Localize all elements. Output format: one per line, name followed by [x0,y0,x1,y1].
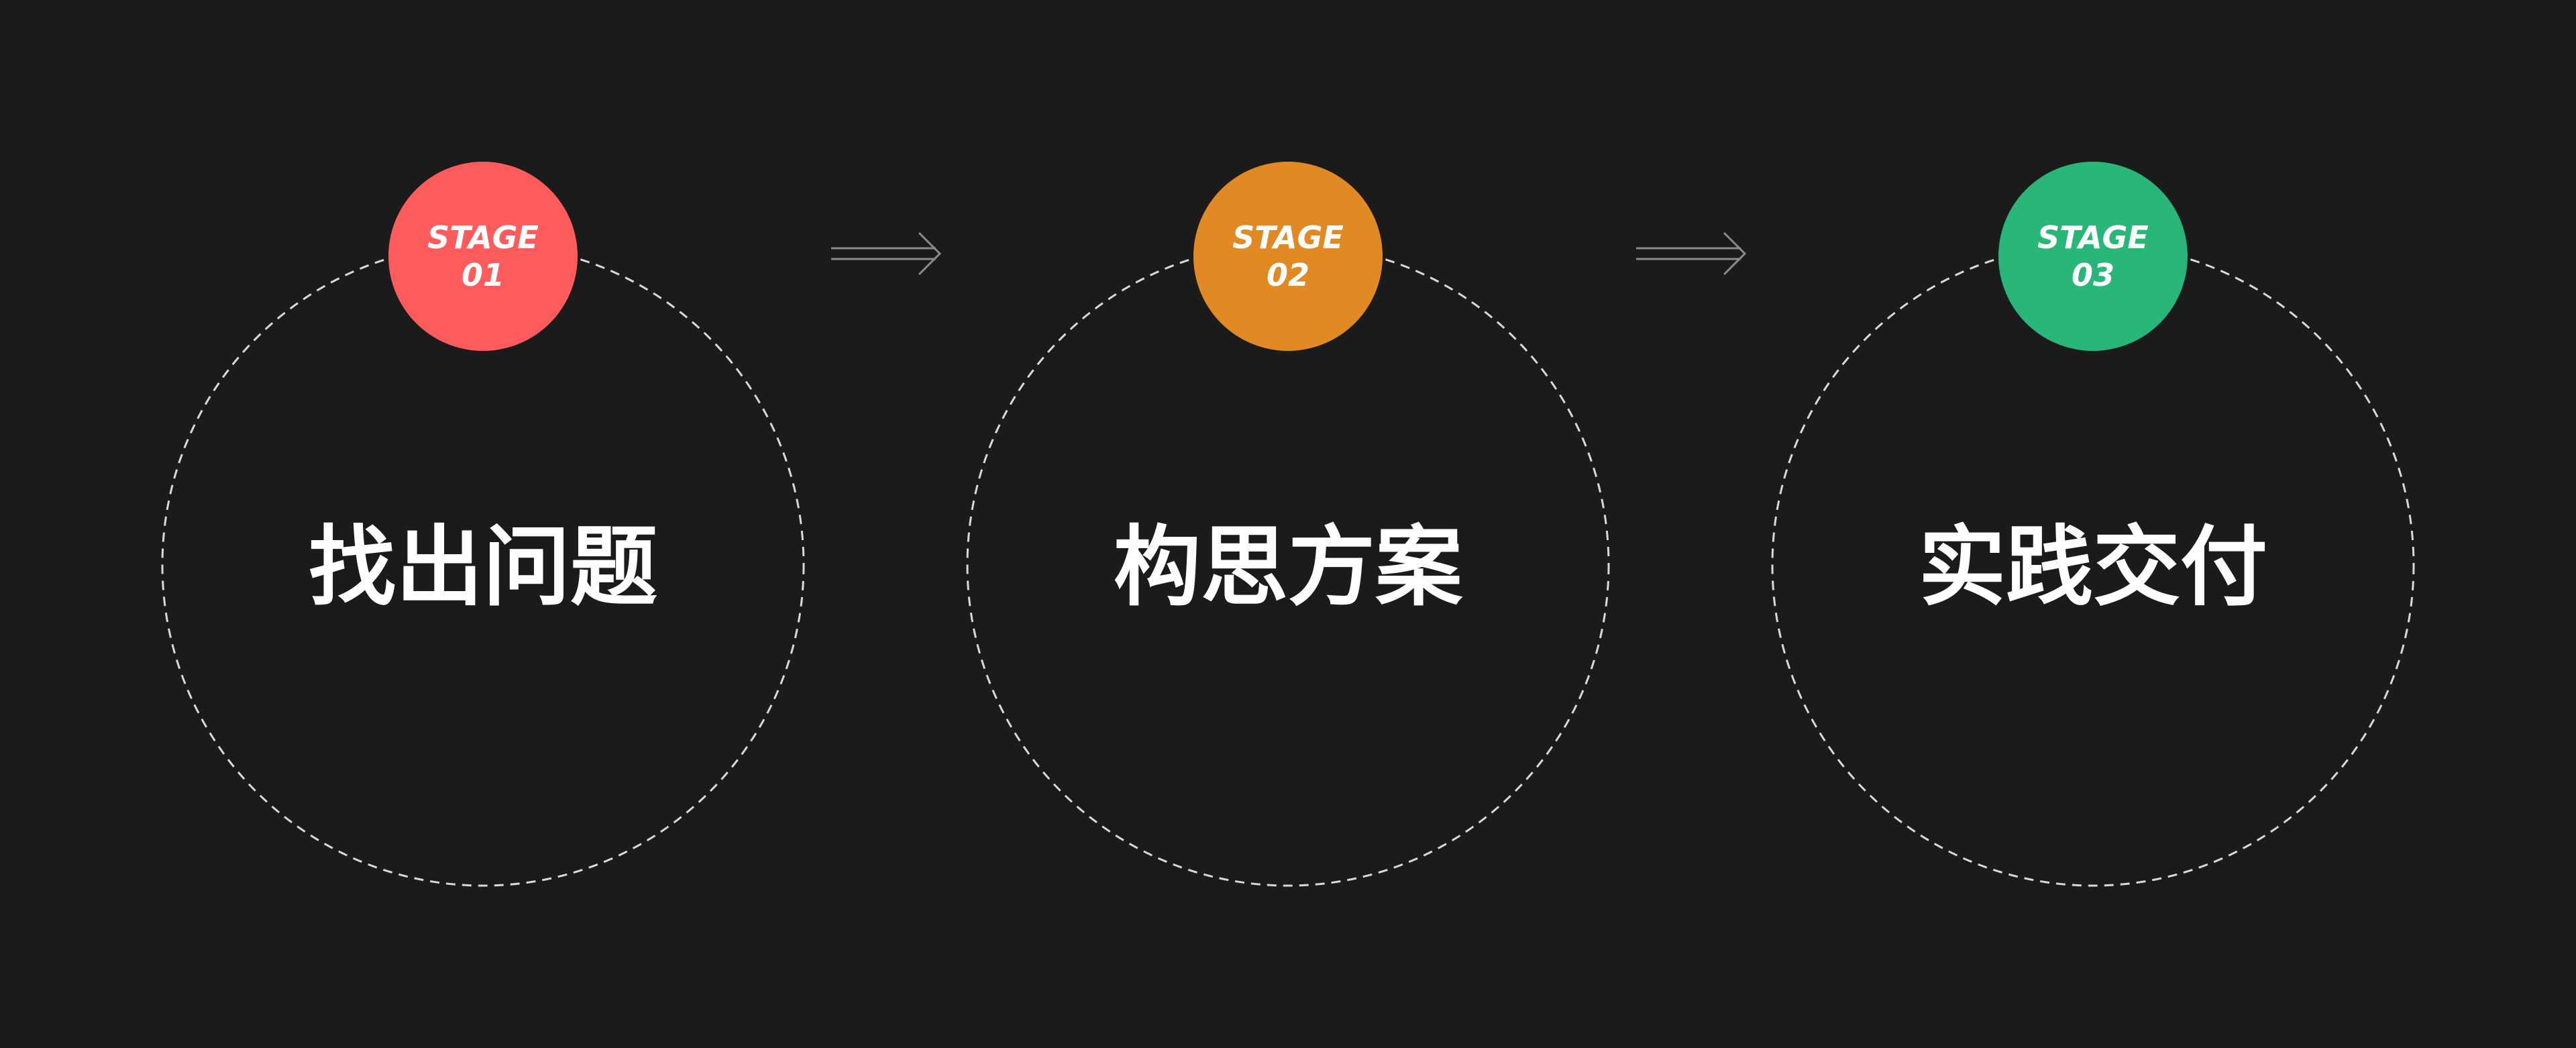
stage-3-badge: STAGE 03 [1998,162,2188,351]
stage-2-dashed-ring [966,243,1610,887]
stage-1-badge-label: STAGE [427,219,539,256]
dashed-circle-icon [966,243,1610,887]
stage-1-badge: STAGE 01 [388,162,578,351]
stage-3-badge-label: STAGE [2037,219,2149,256]
stage-3-dashed-ring [1771,243,2415,887]
stage-3-title: 实践交付 [1918,516,2267,618]
double-line-right-arrow-icon [1636,231,1747,276]
stage-1-title: 找出问题 [308,516,657,618]
stage-2-title: 构思方案 [1113,516,1462,618]
stage-2-badge-label: STAGE [1232,219,1344,256]
dashed-circle-icon [1771,243,2415,887]
stage-3-badge-number: 03 [2071,257,2114,293]
double-line-right-arrow-icon [831,231,942,276]
stage-2-badge: STAGE 02 [1193,162,1383,351]
dashed-circle-icon [161,243,805,887]
stage-1-dashed-ring [161,243,805,887]
stage-1-badge-number: 01 [461,257,504,293]
stage-2-badge-number: 02 [1266,257,1309,293]
